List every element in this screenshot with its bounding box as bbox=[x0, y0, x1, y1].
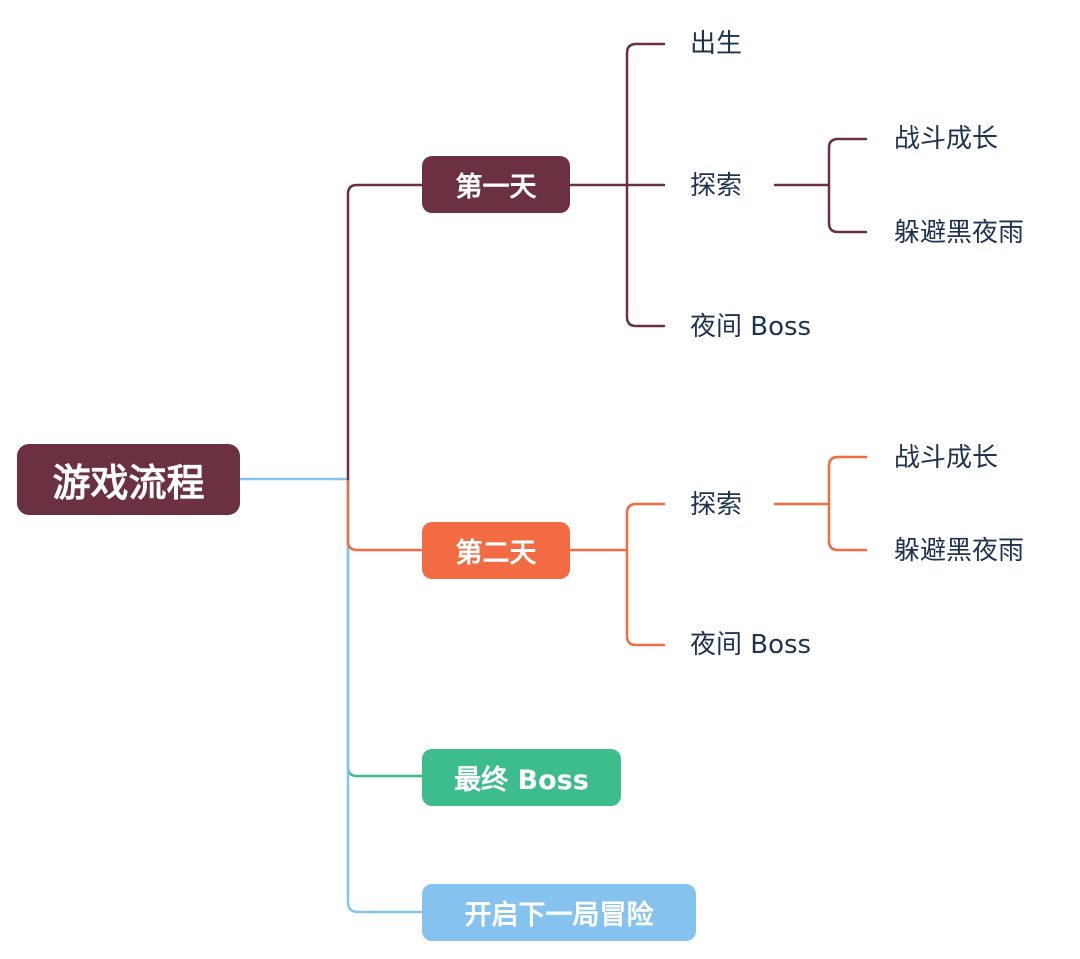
day1-explore-bracket-line bbox=[827, 137, 868, 234]
day2-explore-bracket-line bbox=[827, 455, 868, 552]
day2-combat-growth-node[interactable]: 战斗成长 bbox=[894, 443, 999, 473]
branch-final-boss-node[interactable]: 最终 Boss bbox=[422, 749, 621, 806]
day1-birth-node[interactable]: 出生 bbox=[690, 29, 743, 59]
day1-night-boss-node[interactable]: 夜间 Boss bbox=[690, 312, 812, 342]
day2-night-boss-node[interactable]: 夜间 Boss bbox=[690, 630, 812, 660]
day1-combat-growth-node[interactable]: 战斗成长 bbox=[894, 124, 999, 154]
spine-line-day2 bbox=[346, 477, 424, 552]
day2-avoid-night-rain-node[interactable]: 躲避黑夜雨 bbox=[894, 536, 1025, 566]
root-node[interactable]: 游戏流程 bbox=[17, 444, 240, 515]
branch-next-run-node[interactable]: 开启下一局冒险 bbox=[422, 884, 696, 941]
branch-day1-node[interactable]: 第一天 bbox=[422, 156, 570, 213]
day1-avoid-night-rain-node[interactable]: 躲避黑夜雨 bbox=[894, 218, 1025, 248]
spine-line-final bbox=[346, 477, 424, 778]
day2-explore-node[interactable]: 探索 bbox=[690, 490, 743, 520]
branch-day2-node[interactable]: 第二天 bbox=[422, 522, 570, 579]
day1-explore-node[interactable]: 探索 bbox=[690, 171, 743, 201]
spine-line-day1 bbox=[346, 183, 424, 481]
spine-line-next bbox=[346, 477, 424, 914]
day2-bracket-line bbox=[625, 502, 666, 647]
